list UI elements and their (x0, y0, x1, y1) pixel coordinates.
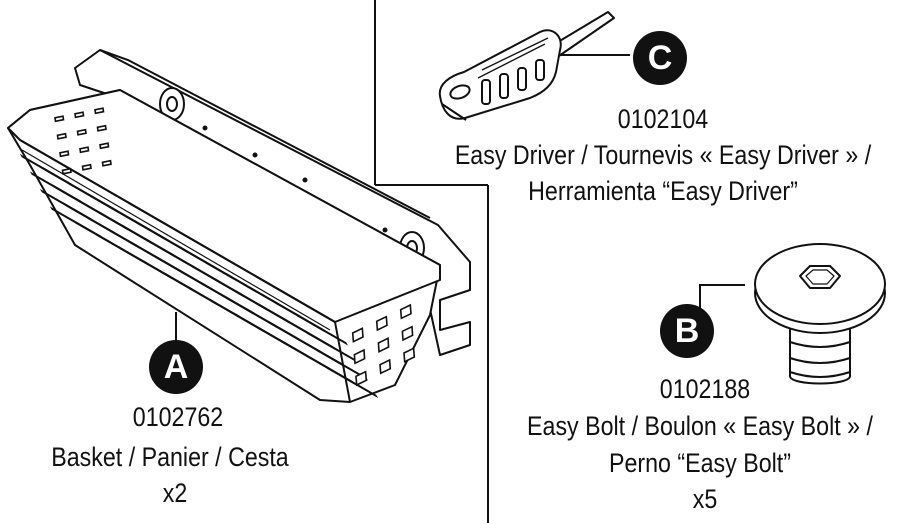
part-a-quantity: x2 (162, 478, 188, 508)
basket-grid-hole (399, 303, 412, 320)
part-a-name: Basket / Panier / Cesta (51, 442, 289, 472)
basket-grid-hole (324, 365, 379, 399)
basket-grid-hole (96, 124, 107, 132)
part-b-badge: B (660, 304, 714, 358)
basket-grid-hole (403, 347, 416, 363)
basket-grid-hole (294, 312, 349, 346)
basket-grid-hole (81, 163, 92, 171)
basket-front-grid (19, 153, 379, 399)
part-b-name-line2: Perno “Easy Bolt” (609, 448, 791, 478)
part-b-number: 0102188 (659, 374, 751, 404)
basket-grid-hole (56, 132, 67, 140)
basket-grid-hole (101, 159, 112, 167)
basket-grid-hole (54, 115, 65, 123)
basket-grid-hole (375, 315, 388, 332)
basket-grid-hole (76, 128, 87, 136)
basket-side-grid (54, 107, 416, 387)
basket-grid-hole (61, 167, 72, 175)
easy-driver-illustration (438, 11, 615, 121)
leader-lines (175, 54, 745, 345)
part-c-name-line2: Herramienta “Easy Driver” (528, 176, 798, 206)
easy-bolt-illustration (754, 243, 886, 385)
basket-grid-hole (99, 142, 110, 150)
basket-grid-hole (379, 358, 392, 375)
panel-dividers (374, 0, 489, 523)
part-c-name-line1: Easy Driver / Tournevis « Easy Driver » … (454, 140, 872, 170)
basket-grid-hole (351, 327, 364, 343)
basket-grid-hole (59, 150, 70, 158)
part-c-badge: C (633, 31, 687, 85)
part-c-number: 0102104 (617, 104, 709, 134)
basket-grid-hole (74, 111, 85, 119)
basket-grid-hole (401, 325, 414, 342)
basket-illustration (7, 49, 471, 403)
basket-grid-hole (94, 107, 105, 115)
basket-grid-hole (353, 348, 366, 365)
basket-grid-hole (355, 370, 368, 387)
part-a-number: 0102762 (132, 402, 224, 432)
basket-grid-hole (79, 146, 90, 154)
part-b-name-line1: Easy Bolt / Boulon « Easy Bolt » / (527, 411, 873, 441)
part-b-quantity: x5 (692, 484, 718, 514)
basket-grid-hole (377, 337, 390, 353)
part-a-badge: A (149, 340, 203, 394)
